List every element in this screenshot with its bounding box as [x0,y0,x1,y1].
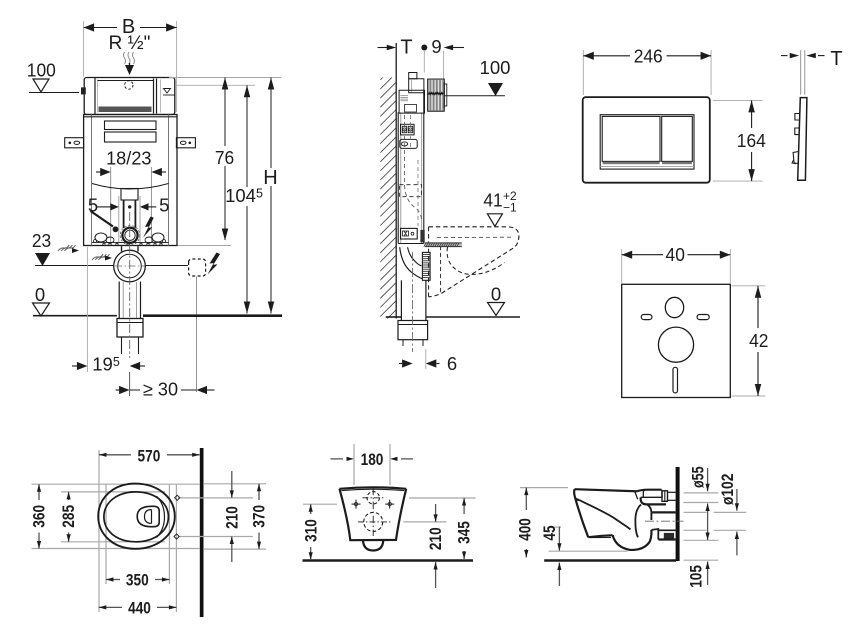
svg-text:100: 100 [27,59,56,80]
svg-text:9: 9 [431,36,441,57]
svg-text:0: 0 [491,284,501,305]
svg-text:T: T [400,37,412,59]
svg-text:370: 370 [251,505,269,528]
svg-text:−1: −1 [503,201,517,215]
svg-text:B: B [122,16,135,38]
svg-text:400: 400 [516,518,534,541]
svg-text:5: 5 [159,195,169,216]
svg-text:210: 210 [427,527,445,550]
svg-text:≥ 30: ≥ 30 [143,378,178,399]
svg-text:570: 570 [138,447,161,465]
svg-text:R ½": R ½" [109,33,151,54]
svg-text:5: 5 [88,195,98,216]
svg-text:41: 41 [483,189,502,210]
svg-text:345: 345 [456,521,474,544]
svg-text:42: 42 [749,330,768,351]
svg-text:ø55: ø55 [689,466,707,488]
svg-text:360: 360 [31,505,49,528]
svg-text:40: 40 [666,244,685,265]
svg-text:+2: +2 [503,189,517,203]
svg-text:18/23: 18/23 [106,147,151,168]
svg-text:45: 45 [541,525,559,540]
svg-text:350: 350 [126,572,149,590]
svg-text:180: 180 [361,451,384,469]
svg-text:H: H [263,167,277,189]
svg-text:440: 440 [128,599,151,617]
svg-text:246: 246 [634,46,663,67]
svg-text:100: 100 [480,57,511,78]
svg-text:0: 0 [35,284,45,305]
svg-text:105: 105 [688,565,706,588]
svg-text:310: 310 [302,519,320,542]
svg-text:T: T [830,48,842,70]
svg-text:164: 164 [737,130,766,151]
svg-text:285: 285 [60,505,78,528]
svg-text:6: 6 [447,353,457,374]
svg-text:ø102: ø102 [719,474,737,505]
svg-text:76: 76 [215,147,234,168]
svg-text:23: 23 [32,230,51,251]
svg-text:1045: 1045 [225,185,263,206]
svg-text:210: 210 [223,506,241,529]
